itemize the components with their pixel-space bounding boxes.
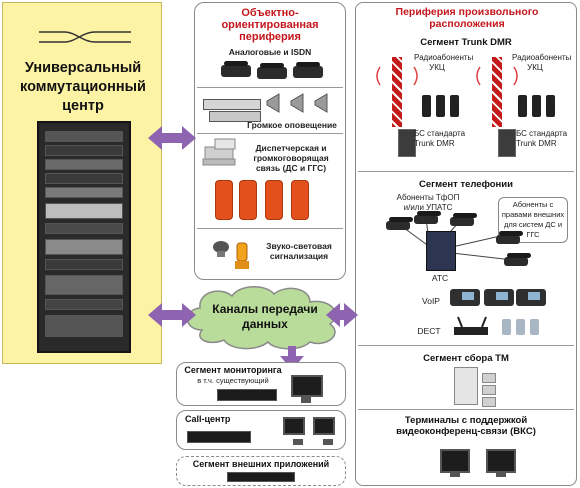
handheld-radio-icon (532, 95, 541, 117)
amplifier-icon (209, 111, 261, 122)
dispatch-label: Диспетчерская и громкоговорящая связь (Д… (253, 143, 329, 173)
vcs-monitor-icon (440, 449, 470, 477)
data-channels-label: Каналы передачи данных (212, 302, 318, 331)
vcs-title: Терминалы с поддержкой видеоконференц-св… (396, 415, 536, 437)
trunk-dmr-title: Сегмент Trunk DMR (420, 37, 512, 48)
handheld-radio-icon (518, 95, 527, 117)
handheld-radio-icon (546, 95, 555, 117)
phone-icon (450, 213, 477, 226)
callcenter-segment: Call-центр (176, 410, 346, 450)
radio-tower-icon (392, 57, 402, 127)
tm-module-icon (482, 373, 496, 383)
switching-center-title: Универсальный коммутационный центр (20, 60, 146, 114)
intercom-icon (215, 180, 233, 220)
dect-handset-icon (502, 319, 511, 335)
voip-label: VoIP (422, 296, 440, 306)
trunk-bs-left-label: БС стандарта Trunk DMR (414, 129, 466, 148)
loudspeaker-label: Громкое оповещение (247, 120, 337, 130)
pstn-subscribers-label: Абоненты ТфОП и/или УПАТС (396, 193, 460, 212)
crossover-icon (39, 31, 131, 43)
base-station-icon (498, 129, 516, 157)
ip-phone-icon (450, 289, 480, 306)
phone-icon (414, 211, 441, 224)
handheld-radio-icon (450, 95, 459, 117)
external-apps-segment: Сегмент внешних приложений (176, 456, 346, 486)
data-channels-cloud (186, 286, 337, 350)
dect-label: DECT (417, 326, 441, 336)
switching-center-panel: Универсальный коммутационный центр (2, 2, 162, 364)
phone-icon (221, 61, 251, 77)
pbx-icon (426, 231, 456, 271)
callcenter-title: Call-центр (185, 414, 231, 424)
amplifier-icon (203, 99, 261, 110)
ip-phone-icon (516, 289, 546, 306)
base-station-icon (398, 129, 416, 157)
phone-icon (504, 253, 531, 266)
remote-peripheral-panel: Периферия произвольного расположения Сег… (355, 2, 577, 486)
sound-light-label: Звуко-световая сигнализация (266, 241, 332, 261)
server-rack (37, 121, 131, 353)
tm-controller-icon (454, 367, 478, 405)
monitoring-segment: Сегмент мониторинга в т.ч. существующий (176, 362, 346, 406)
monitoring-title: Сегмент мониторинга (184, 365, 282, 375)
phone-icon (496, 231, 523, 244)
monitoring-subtitle: в т.ч. существующий (197, 376, 269, 385)
trunk-subscribers-right-label: Радиоабоненты УКЦ (512, 53, 572, 72)
tm-title: Сегмент сбора ТМ (423, 353, 509, 364)
server-icon (227, 472, 295, 482)
external-rights-label: Абоненты с правами внешних для систем ДС… (498, 197, 568, 243)
phone-icon (386, 217, 413, 230)
radio-tower-icon (492, 57, 502, 127)
vcs-monitor-icon (486, 449, 516, 477)
phone-icon (293, 62, 323, 78)
analog-isdn-label: Аналоговые и ISDN (228, 47, 312, 57)
trunk-subscribers-left-label: Радиоабоненты УКЦ (414, 53, 474, 72)
intercom-icon (265, 180, 283, 220)
remote-peripheral-title: Периферия произвольного расположения (395, 6, 539, 30)
telephony-title: Сегмент телефонии (419, 179, 513, 190)
trunk-bs-right-label: БС стандарта Trunk DMR (516, 129, 568, 148)
object-peripheral-panel: Объектно-ориентированная периферия Анало… (194, 2, 346, 280)
intercom-icon (291, 180, 309, 220)
dispatch-console-icon (202, 138, 236, 166)
phone-icon (257, 63, 287, 79)
dect-base-icon (454, 316, 488, 335)
object-peripheral-title: Объектно-ориентированная периферия (221, 7, 319, 43)
server-icon (187, 431, 251, 443)
dect-handset-icon (530, 319, 539, 335)
intercom-icon (239, 180, 257, 220)
operator-workstation-icon (283, 417, 305, 445)
server-icon (217, 389, 277, 401)
radio-waves-icon (476, 66, 518, 86)
dect-handset-icon (516, 319, 525, 335)
tm-module-icon (482, 385, 496, 395)
ip-phone-icon (484, 289, 514, 306)
tm-module-icon (482, 397, 496, 407)
radio-waves-icon (376, 66, 418, 86)
handheld-radio-icon (422, 95, 431, 117)
monitor-icon (291, 375, 323, 403)
external-apps-title: Сегмент внешних приложений (192, 459, 330, 469)
ats-label: АТС (431, 273, 449, 283)
handheld-radio-icon (436, 95, 445, 117)
operator-workstation-icon (313, 417, 335, 445)
loudspeaker-icon (266, 93, 328, 113)
siren-icon (213, 241, 249, 269)
